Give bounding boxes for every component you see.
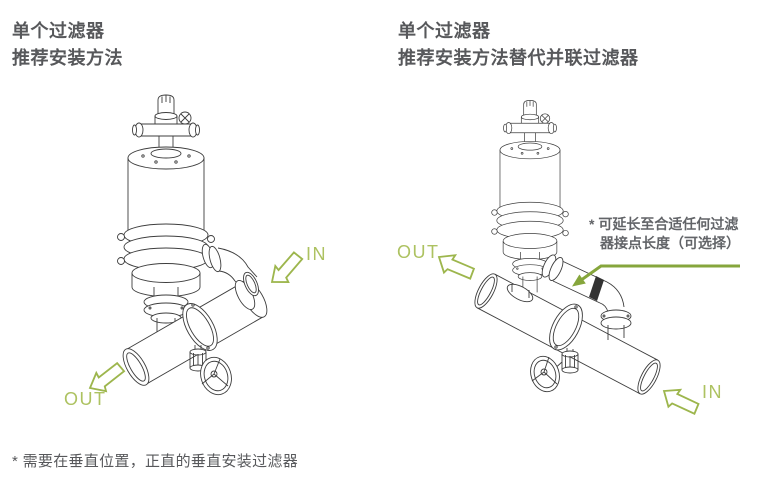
left-handwheel-valve [189, 345, 232, 396]
right-pipe-clamp [549, 303, 583, 351]
extension-annotation: * 可延长至合适任何过滤 器接点长度（可选择） [589, 215, 740, 253]
left-out-label: OUT [64, 389, 107, 409]
annotation-line1: * 可延长至合适任何过滤 [589, 216, 739, 232]
right-title-line1: 单个过滤器 [398, 21, 491, 41]
left-title-line1: 单个过滤器 [12, 21, 105, 41]
right-handwheel-valve [530, 348, 579, 393]
pipe-coupling-band [589, 276, 604, 301]
left-pipe-clamp [182, 303, 218, 351]
right-filter-diagram [432, 100, 740, 423]
vertical-install-footnote: * 需要在垂直位置，正直的垂直安装过滤器 [12, 453, 299, 470]
right-title-line2: 推荐安装方法替代并联过滤器 [398, 48, 639, 68]
right-out-arrow-icon [432, 247, 478, 288]
annotation-line2: 器接点长度（可选择） [600, 235, 740, 251]
annotation-callout-arrow-icon [572, 264, 740, 287]
left-title-line2: 推荐安装方法 [12, 48, 123, 68]
left-panel-title: 单个过滤器 推荐安装方法 [12, 18, 123, 72]
left-in-label: IN [306, 244, 327, 264]
left-filter-unit [117, 94, 215, 339]
right-panel-title: 单个过滤器 推荐安装方法替代并联过滤器 [398, 18, 639, 72]
right-in-label: IN [702, 382, 723, 402]
left-in-arrow-icon [264, 249, 309, 291]
left-filter-diagram [84, 94, 309, 399]
right-in-arrow-icon [657, 381, 702, 423]
right-neck-flange [506, 283, 534, 303]
right-out-label: OUT [397, 242, 440, 262]
left-inlet-elbow [201, 243, 259, 310]
